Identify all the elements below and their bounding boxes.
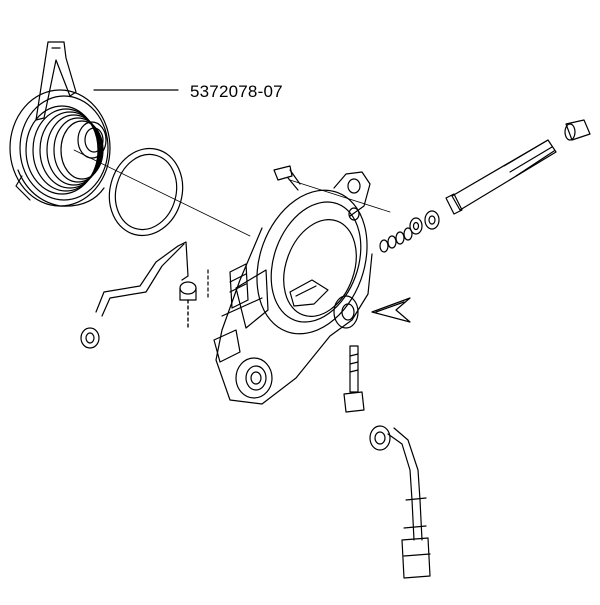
gasket-ring <box>100 140 192 244</box>
washers-and-spring <box>380 211 439 252</box>
oil-feed-tube <box>81 242 196 348</box>
direction-arrow <box>372 298 410 322</box>
part-number-label: 5372078-07 <box>190 82 283 101</box>
mounting-screw <box>274 166 300 190</box>
oil-pump-housing <box>214 172 386 404</box>
oil-hose <box>370 426 430 578</box>
pulley-assembly <box>10 42 110 206</box>
drive-shaft <box>446 120 590 214</box>
adjuster-screw <box>344 346 364 412</box>
